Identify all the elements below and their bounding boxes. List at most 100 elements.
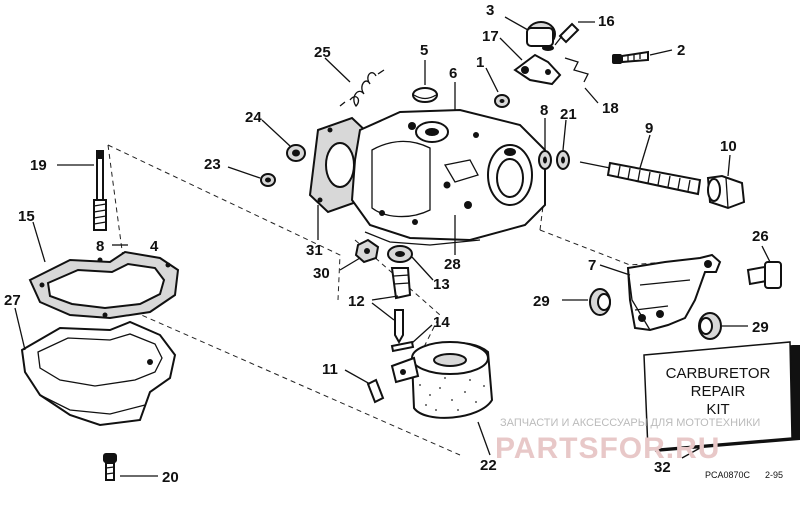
- leader-18: [584, 87, 599, 104]
- part-27-float-bowl: [20, 320, 177, 427]
- figure-code: PCA0870C: [705, 470, 751, 480]
- leader-13: [411, 256, 434, 281]
- callout-2: 2: [677, 42, 685, 59]
- part-13-seat-gasket: [387, 245, 413, 263]
- callout-17: 17: [482, 28, 499, 45]
- part-12-main-jet: [390, 267, 412, 300]
- callout-1: 1: [476, 54, 484, 71]
- part-2-screw: [612, 50, 649, 64]
- part-10-packing-nut: [706, 174, 746, 210]
- kit-label-line1: CARBURETOR: [666, 365, 771, 382]
- part-11-pin: [366, 378, 385, 404]
- leader-3: [504, 16, 529, 31]
- part-17-lever: [513, 53, 562, 86]
- part-9-needle-valve: [579, 161, 702, 196]
- callout-18: 18: [602, 100, 619, 117]
- part-16-screw: [554, 22, 580, 46]
- callout-4: 4: [150, 238, 159, 255]
- callout-9: 9: [645, 120, 653, 137]
- leader-11: [344, 369, 371, 385]
- part-7-bracket: [626, 253, 722, 332]
- leader-15: [32, 221, 46, 263]
- callout-27: 27: [4, 292, 21, 309]
- part-20-screw: [103, 453, 117, 481]
- watermark-logo-text: PARTSFOR.RU: [495, 432, 720, 465]
- repair-kit-box: CARBURETOR REPAIR KIT: [643, 341, 800, 452]
- callout-29-right: 29: [752, 319, 769, 336]
- callout-14: 14: [433, 314, 450, 331]
- part-22-float: [390, 341, 494, 419]
- callout-29-left: 29: [533, 293, 550, 310]
- leader-14: [411, 324, 433, 344]
- part-12-needle: [394, 309, 404, 345]
- leader-26: [761, 245, 771, 263]
- assembly-dashed-line-bowl: [354, 239, 441, 356]
- assembly-dashed-line-right: [539, 189, 546, 231]
- callout-26: 26: [752, 228, 769, 245]
- leader-2: [649, 49, 673, 56]
- leader-30: [339, 257, 361, 271]
- watermark-small-text: ЗАПЧАСТИ И АКСЕССУАРЫ ДЛЯ МОТОТЕХНИКИ: [500, 417, 760, 429]
- leader-9: [639, 134, 651, 169]
- part-1-washer: [494, 94, 510, 108]
- part-29-bushing-left: [589, 288, 611, 316]
- kit-label-line3: KIT: [706, 401, 729, 418]
- callout-13: 13: [433, 276, 450, 293]
- callout-6: 6: [449, 65, 457, 82]
- part-8-washer-right: [538, 150, 552, 170]
- callout-16: 16: [598, 13, 615, 30]
- part-18-spring-clip: [564, 57, 589, 83]
- callout-3: 3: [486, 2, 494, 19]
- part-21-washer: [556, 150, 570, 170]
- assembly-dashed-line-left: [107, 144, 341, 301]
- part-5-plug: [412, 87, 438, 103]
- callout-21: 21: [560, 106, 577, 123]
- leader-22: [477, 421, 491, 456]
- callout-8-right: 8: [540, 102, 548, 119]
- leader-32: [681, 447, 701, 459]
- callout-5: 5: [420, 42, 428, 59]
- leader-7: [599, 264, 631, 276]
- callout-30: 30: [313, 265, 330, 282]
- leader-24: [261, 119, 291, 147]
- callout-25: 25: [314, 44, 331, 61]
- leader-23: [227, 166, 261, 179]
- leader-21: [562, 119, 567, 151]
- part-23-washer: [260, 173, 276, 187]
- callout-19: 19: [30, 157, 47, 174]
- leader-1: [485, 67, 499, 93]
- callout-10: 10: [720, 138, 737, 155]
- assembly-dashed-line-bracket: [539, 229, 691, 266]
- part-25-spring: [339, 69, 385, 107]
- part-24-washer: [286, 144, 306, 162]
- callout-23: 23: [204, 156, 221, 173]
- part-26-screw: [746, 261, 782, 289]
- leader-27: [14, 307, 26, 351]
- callout-22: 22: [480, 457, 497, 474]
- callout-24: 24: [245, 109, 262, 126]
- leader-12: [371, 295, 399, 321]
- callout-8-left: 8: [96, 238, 104, 255]
- part-14-pin: [390, 340, 415, 353]
- part-3-cap: [526, 21, 556, 51]
- callout-20: 20: [162, 469, 179, 486]
- carburetor-body: [350, 108, 546, 246]
- part-30-nut: [354, 238, 380, 264]
- leader-10: [727, 154, 731, 177]
- callout-28: 28: [444, 256, 461, 273]
- figure-date: 2-95: [765, 470, 783, 480]
- part-29-bushing-right: [698, 312, 722, 340]
- callout-7: 7: [588, 257, 596, 274]
- callout-12: 12: [348, 293, 365, 310]
- leader-17: [499, 37, 523, 61]
- part-15-bowl-gasket: [28, 250, 180, 320]
- callout-31: 31: [306, 242, 323, 259]
- callout-32: 32: [654, 459, 671, 476]
- kit-label-line2: REPAIR: [691, 383, 746, 400]
- leader-25: [324, 57, 351, 83]
- callout-15: 15: [18, 208, 35, 225]
- callout-11: 11: [322, 361, 338, 378]
- part-19-bolt: [93, 150, 107, 231]
